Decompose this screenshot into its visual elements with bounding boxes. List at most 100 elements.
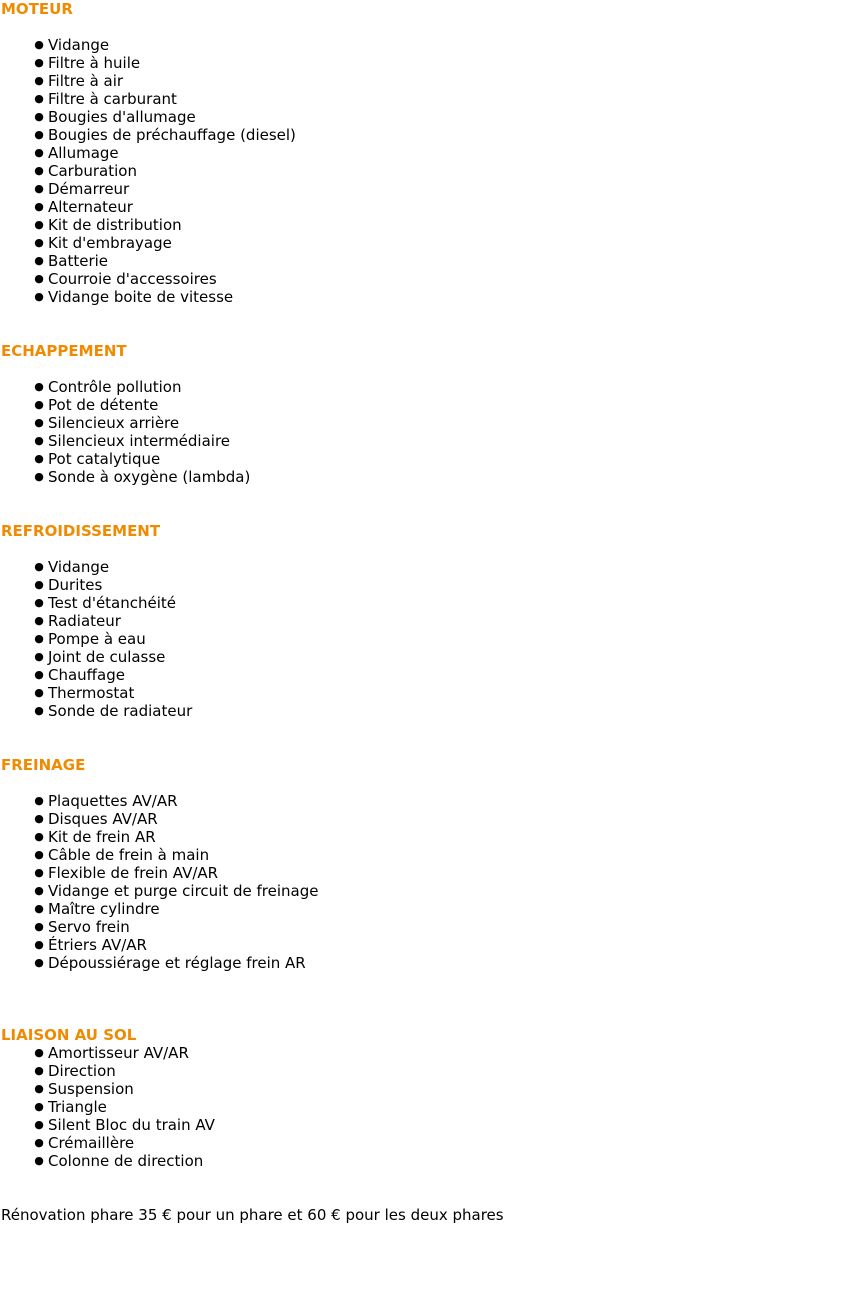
item-label: Crémaillère <box>48 1134 135 1152</box>
list-item: ●Pot catalytique <box>1 450 841 468</box>
item-label: Vidange <box>48 558 110 576</box>
section-echappement: ECHAPPEMENT ●Contrôle pollution ●Pot de … <box>1 342 841 486</box>
list-item: ●Contrôle pollution <box>1 378 841 396</box>
bullet-icon: ● <box>34 1046 44 1059</box>
bullet-icon: ● <box>34 38 44 51</box>
list-item: ●Silencieux intermédiaire <box>1 432 841 450</box>
list-item: ●Bougies d'allumage <box>1 108 841 126</box>
bullet-icon: ● <box>34 794 44 807</box>
list-item: ●Courroie d'accessoires <box>1 270 841 288</box>
list-item: ●Pompe à eau <box>1 630 841 648</box>
list-item: ● Démarreur <box>1 180 841 198</box>
bullet-icon: ● <box>34 1136 44 1149</box>
bullet-icon: ● <box>34 614 44 627</box>
list-item: ● Thermostat <box>1 684 841 702</box>
item-list: ●Contrôle pollution ●Pot de détente ●Sil… <box>1 378 841 486</box>
item-label: Filtre à air <box>48 72 124 90</box>
list-item: ●Silencieux arrière <box>1 414 841 432</box>
item-label: Direction <box>48 1062 116 1080</box>
item-label: Alternateur <box>48 198 133 216</box>
item-label: Durites <box>48 576 103 594</box>
bullet-icon: ● <box>34 848 44 861</box>
bullet-icon: ● <box>34 920 44 933</box>
list-item: ● Disques AV/AR <box>1 810 841 828</box>
bullet-icon: ● <box>34 56 44 69</box>
list-item: ●Colonne de direction <box>1 1152 841 1170</box>
bullet-icon: ● <box>34 560 44 573</box>
bullet-icon: ● <box>34 92 44 105</box>
list-item: ●Triangle <box>1 1098 841 1116</box>
list-item: ●Kit de distribution <box>1 216 841 234</box>
bullet-icon: ● <box>34 128 44 141</box>
list-item: ●Chauffage <box>1 666 841 684</box>
item-label: Test d'étanchéité <box>48 594 177 612</box>
list-item: ● Direction <box>1 1062 841 1080</box>
section-title: MOTEUR <box>1 0 73 18</box>
list-item: ●Allumage <box>1 144 841 162</box>
bullet-icon: ● <box>34 236 44 249</box>
item-label: Thermostat <box>48 684 135 702</box>
list-item: ●Kit de frein AR <box>1 828 841 846</box>
list-item: ● Filtre à carburant <box>1 90 841 108</box>
item-label: Disques AV/AR <box>48 810 158 828</box>
bullet-icon: ● <box>34 1154 44 1167</box>
section-title: FREINAGE <box>1 756 86 774</box>
item-label: Câble de frein à main <box>48 846 210 864</box>
item-label: Contrôle pollution <box>48 378 182 396</box>
bullet-icon: ● <box>34 902 44 915</box>
bullet-icon: ● <box>34 164 44 177</box>
item-label: Pot de détente <box>48 396 159 414</box>
bullet-icon: ● <box>34 812 44 825</box>
section-title: REFROIDISSEMENT <box>1 522 161 540</box>
list-item: ●Pot de détente <box>1 396 841 414</box>
item-label: Filtre à carburant <box>48 90 177 108</box>
item-label: Vidange et purge circuit de freinage <box>48 882 319 900</box>
item-label: Silencieux arrière <box>48 414 180 432</box>
bullet-icon: ● <box>34 686 44 699</box>
list-item: ● Crémaillère <box>1 1134 841 1152</box>
bullet-icon: ● <box>34 704 44 717</box>
section-liaison-au-sol: LIAISON AU SOL ●Amortisseur AV/AR ●Direc… <box>1 1026 841 1170</box>
list-item: ●Silent Bloc du train AV <box>1 1116 841 1134</box>
list-item: ● Servo frein <box>1 918 841 936</box>
item-label: Servo frein <box>48 918 130 936</box>
item-label: Silencieux intermédiaire <box>48 432 231 450</box>
section-moteur: MOTEUR ●Vidange ●Filtre à huile ● Filtre … <box>1 0 841 306</box>
item-list: ●Vidange ●Filtre à huile ● Filtre à air ●… <box>1 36 841 306</box>
list-item: ● Alternateur <box>1 198 841 216</box>
item-label: Carburation <box>48 162 137 180</box>
list-item: ●Filtre à huile <box>1 54 841 72</box>
list-item: ● Kit d'embrayage <box>1 234 841 252</box>
item-label: Sonde à oxygène (lambda) <box>48 468 251 486</box>
item-label: Suspension <box>48 1080 134 1098</box>
item-label: Pot catalytique <box>48 450 161 468</box>
item-label: Étriers AV/AR <box>48 936 147 954</box>
list-item: ●Joint de culasse <box>1 648 841 666</box>
list-item: ● Bougies de préchauffage (diesel) <box>1 126 841 144</box>
bullet-icon: ● <box>34 1064 44 1077</box>
item-label: Démarreur <box>48 180 130 198</box>
list-item: ●Radiateur <box>1 612 841 630</box>
bullet-icon: ● <box>34 650 44 663</box>
section-freinage: FREINAGE ●Plaquettes AV/AR ●Disques AV/A… <box>1 756 841 972</box>
list-item: ● Vidange <box>1 558 841 576</box>
item-list: ● Amortisseur AV/AR ● Direction ● Suspensio… <box>1 1044 841 1170</box>
list-item: ● Sonde à oxygène (lambda) <box>1 468 841 486</box>
item-label: Chauffage <box>48 666 125 684</box>
bullet-icon: ● <box>34 110 44 123</box>
list-item: ●Vidange <box>1 36 841 54</box>
list-item: ●Maître cylindre <box>1 900 841 918</box>
item-label: Bougies de préchauffage (diesel) <box>48 126 296 144</box>
bullet-icon: ● <box>34 272 44 285</box>
bullet-icon: ● <box>34 578 44 591</box>
bullet-icon: ● <box>34 470 44 483</box>
item-label: Kit d'embrayage <box>48 234 172 252</box>
bullet-icon: ● <box>34 182 44 195</box>
bullet-icon: ● <box>34 146 44 159</box>
item-label: Amortisseur AV/AR <box>48 1044 189 1062</box>
item-list: ● Vidange ● Durites ● Test d'étanchéité ●Ra… <box>1 558 841 720</box>
bullet-icon: ● <box>34 1100 44 1113</box>
list-item: ● Carburation <box>1 162 841 180</box>
bullet-icon: ● <box>34 200 44 213</box>
list-item: ●Sonde de radiateur <box>1 702 841 720</box>
